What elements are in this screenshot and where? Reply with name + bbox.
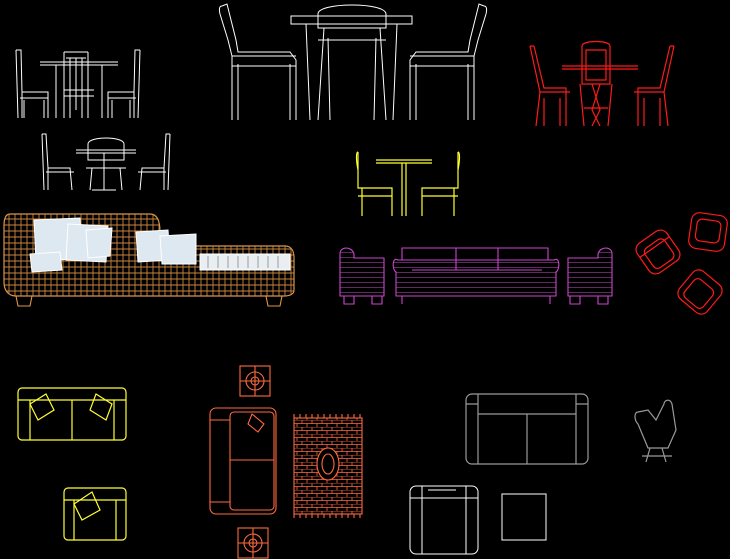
side-table-plan (501, 493, 547, 541)
sofa-plan-with-lamps-and-rug (209, 365, 363, 559)
sofa-plan-gray (465, 393, 589, 465)
loveseat-plan (17, 387, 127, 441)
dining-set-side-view-small (15, 49, 141, 119)
sofa-with-armchairs (339, 247, 613, 305)
armchairs-top-view (635, 212, 728, 315)
recliner-side (634, 399, 677, 463)
dining-set-side-view-large (218, 3, 488, 121)
chaise-lounge (3, 213, 295, 307)
round-table-set (41, 133, 171, 191)
armchair-plan-white (409, 485, 479, 555)
bistro-set (355, 151, 461, 216)
armchair-plan (63, 487, 127, 541)
dining-set-side-view-red (529, 40, 675, 127)
